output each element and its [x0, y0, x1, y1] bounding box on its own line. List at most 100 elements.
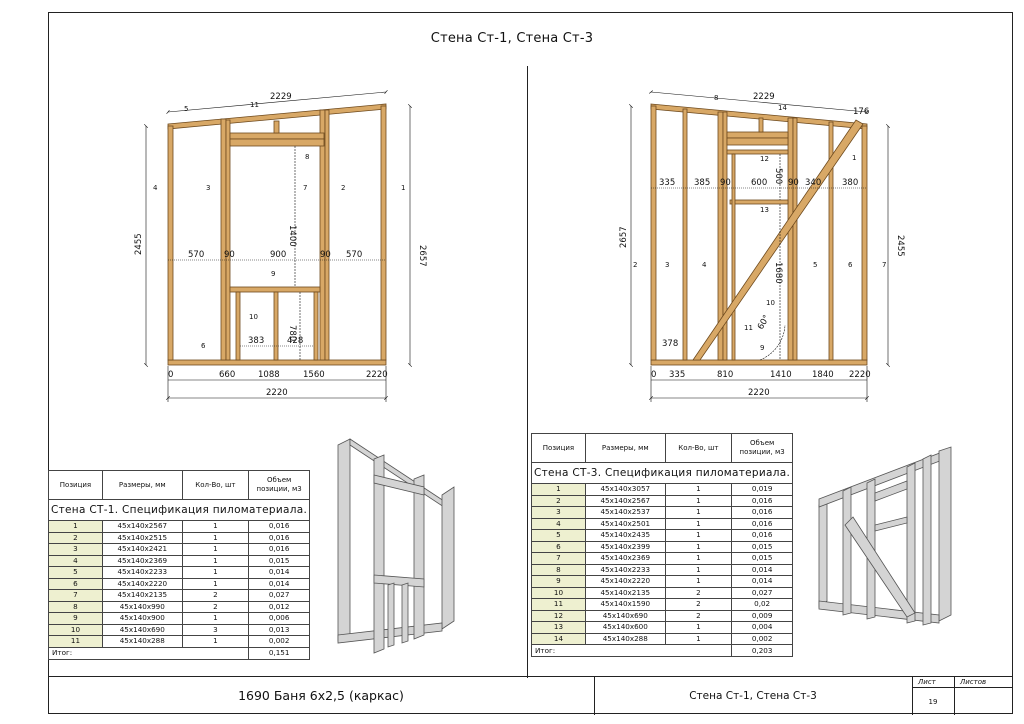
- spec-st1-cell-vol: 0,016: [248, 543, 311, 556]
- spec-st1-cell-qty: 1: [181, 635, 250, 648]
- dim-lower-0: 383: [248, 336, 264, 346]
- spec-st1-cell-size: 45х140х990: [101, 600, 183, 613]
- spec-st3-cell-qty: 1: [664, 494, 733, 507]
- spec-st3-cell-vol: 0,02: [731, 598, 794, 611]
- dim-overall: 2220: [266, 388, 288, 398]
- dim3-pos-3: 1410: [770, 370, 792, 380]
- spec-st1-cell-vol: 0,014: [248, 566, 311, 579]
- spec-st3-cell-vol: 0,009: [731, 609, 794, 622]
- dim-h-1: 90: [224, 250, 235, 260]
- title-block: 1690 Баня 6х2,5 (каркас) Стена Ст-1, Сте…: [48, 676, 1013, 715]
- spec-st1-cell-qty: 3: [181, 623, 250, 636]
- spec-st3-cell-vol: 0,002: [731, 632, 794, 645]
- pos3-label-6: 6: [848, 261, 853, 269]
- spec-st3-cell-vol: 0,027: [731, 586, 794, 599]
- spec-st3-cell-size: 45х140х690: [584, 609, 666, 622]
- spec-st3-cell-pos: 9: [531, 575, 586, 588]
- dim-h-2: 900: [270, 250, 286, 260]
- wall-st1-3d-view: [337, 438, 455, 654]
- spec-st3-cell-size: 45х140х2399: [584, 540, 666, 553]
- spec-st1-cell-pos: 11: [48, 635, 103, 648]
- dim-top-width: 2229: [270, 92, 292, 102]
- spec-st1-cell-qty: 2: [181, 589, 250, 602]
- spec-st3-cell-pos: 1: [531, 483, 586, 496]
- spec-st3-cell-vol: 0,015: [731, 540, 794, 553]
- spec-st3-cell-pos: 5: [531, 529, 586, 542]
- pos3-label-3: 3: [665, 261, 669, 269]
- spec-st3-h-pos: Позиция: [531, 433, 586, 463]
- spec-st1-cell-pos: 7: [48, 589, 103, 602]
- spec-st1-h-qty: Кол-Во, шт: [181, 470, 250, 500]
- dim3-h-6: 380: [842, 178, 858, 188]
- spec-st1-cell-vol: 0,006: [248, 612, 311, 625]
- spec-st3-cell-size: 45х140х2435: [584, 529, 666, 542]
- spec-st1-cell-size: 45х140х2220: [101, 577, 183, 590]
- spec-st3-cell-qty: 2: [664, 586, 733, 599]
- spec-st3-cell-pos: 8: [531, 563, 586, 576]
- spec-st3-cell-size: 45х140х2220: [584, 575, 666, 588]
- dim-pos-3: 1560: [303, 370, 325, 380]
- pos-label-5: 5: [184, 105, 188, 113]
- spec-st3-cell-size: 45х140х1590: [584, 598, 666, 611]
- dim-pos-2: 1088: [258, 370, 280, 380]
- dim3-door-height: 1680: [773, 262, 783, 284]
- spec-st1-cell-pos: 6: [48, 577, 103, 590]
- pos3-label-11: 11: [744, 324, 753, 332]
- spec-st3-cell-qty: 1: [664, 552, 733, 565]
- spec-st1-cell-size: 45х140х2421: [101, 543, 183, 556]
- spec-st1-cell-vol: 0,002: [248, 635, 311, 648]
- dim3-h-1: 385: [694, 178, 710, 188]
- spec-st1-cell-vol: 0,016: [248, 520, 311, 533]
- dim3-h-4: 90: [788, 178, 799, 188]
- spec-st1-cell-pos: 1: [48, 520, 103, 533]
- dim3-pos-0: 0: [651, 370, 656, 380]
- dim3-top-width: 2229: [753, 92, 775, 102]
- pos3-label-2: 2: [633, 261, 637, 269]
- spec-st1-cell-qty: 1: [181, 612, 250, 625]
- pos-label-7: 7: [303, 184, 307, 192]
- spec-st3-cell-qty: 1: [664, 575, 733, 588]
- spec-st1-cell-qty: 1: [181, 531, 250, 544]
- spec-st3-cell-qty: 1: [664, 483, 733, 496]
- spec-st1-cell-pos: 5: [48, 566, 103, 579]
- spec-st1-cell-pos: 3: [48, 543, 103, 556]
- spec-st1-cell-qty: 1: [181, 577, 250, 590]
- spec-st1-cell-pos: 9: [48, 612, 103, 625]
- spec-st3-cell-vol: 0,016: [731, 517, 794, 530]
- pos3-label-5: 5: [813, 261, 817, 269]
- spec-st1-cell-size: 45х140х690: [101, 623, 183, 636]
- spec-st1-cell-vol: 0,014: [248, 577, 311, 590]
- spec-st1-cell-size: 45х140х2135: [101, 589, 183, 602]
- spec-st3-caption: Стена СТ-3. Спецификация пиломатериала.: [530, 462, 794, 484]
- dim3-brace-bottom: 378: [662, 339, 678, 349]
- spec-st3-cell-qty: 1: [664, 529, 733, 542]
- spec-st1-cell-qty: 2: [181, 600, 250, 613]
- spec-st3-cell-size: 45х140х2567: [584, 494, 666, 507]
- spec-st1-cell-qty: 1: [181, 520, 250, 533]
- spec-st3-cell-vol: 0,016: [731, 494, 794, 507]
- dim-lower-height: 780: [287, 325, 297, 341]
- sheet-title: Стена Ст-1, Стена Ст-3: [430, 31, 594, 46]
- spec-st3-h-vol: Объем позиции, м3: [731, 433, 794, 463]
- dim3-window-height: 500: [773, 168, 783, 184]
- spec-st3-cell-vol: 0,016: [731, 506, 794, 519]
- spec-st1-cell-pos: 8: [48, 600, 103, 613]
- pos-label-4: 4: [153, 184, 158, 192]
- pos3-label-8: 8: [714, 94, 718, 102]
- pos3-label-10: 10: [766, 299, 775, 307]
- spec-st3-cell-vol: 0,014: [731, 563, 794, 576]
- spec-st3-cell-pos: 12: [531, 609, 586, 622]
